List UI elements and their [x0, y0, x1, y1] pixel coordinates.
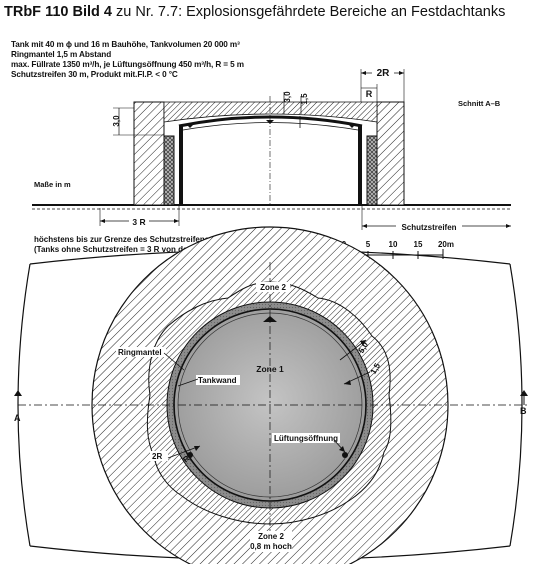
dim-2r-label: 2R [377, 68, 391, 79]
dim-2r-arrow-right-icon [399, 71, 404, 75]
schutzstreifen-arrow-left-icon [362, 224, 367, 228]
ringmantel-leader-line [163, 352, 185, 371]
scale-label-10: 10 [389, 240, 398, 249]
section-tankwall-right [358, 125, 362, 205]
tankwand-label-bg [196, 375, 240, 385]
spec-line-3: max. Füllrate 1350 m³/h, je Lüftungsöffn… [11, 60, 244, 69]
section-ringmantel-right [366, 135, 378, 206]
masse-label: Maße in m [34, 180, 71, 189]
section-zone2-left [133, 101, 165, 206]
section-ringmantel-left [163, 135, 175, 206]
plan-vent-left-icon [187, 452, 193, 458]
lueftung-label-bg [272, 433, 340, 443]
section-vent-left-icon [186, 124, 194, 128]
spec-line-2: Ringmantel 1,5 m Abstand [11, 50, 112, 59]
lueftung-arrow-icon [339, 446, 345, 452]
section-zone1-roof [163, 101, 378, 123]
section-vent-right-icon [348, 124, 356, 128]
dim-30-left-label: 3,0 [112, 115, 121, 127]
note-line-2: (Tanks ohne Schutzstreifen = 3 R von der… [34, 245, 295, 254]
point-b-label: B [520, 406, 527, 416]
scale-label-20: 20m [438, 240, 454, 249]
ringmantel-label: Ringmantel [118, 348, 162, 357]
point-b-arrow-icon [520, 390, 528, 396]
zone2-top-label-bg [256, 282, 290, 292]
title-bold: TRbF 110 Bild 4 [4, 4, 112, 20]
dim-2r-label-bg [372, 66, 394, 78]
section-tank-roof [178, 115, 363, 128]
point-a-arrow-icon [14, 390, 22, 396]
scale-label-15: 15 [414, 240, 423, 249]
zone2-top-label: Zone 2 [260, 283, 286, 292]
ringmantel-label-bg [116, 347, 166, 357]
page-title: TRbF 110 Bild 4 zu Nr. 7.7: Explosionsge… [4, 4, 505, 20]
title-rest: zu Nr. 7.7: Explosionsgefährdete Bereich… [111, 4, 506, 20]
schutzstreifen-label-bg [396, 221, 462, 231]
dim-2r-plan-arrow-icon [194, 446, 200, 451]
dim-r-plan-label: R [181, 454, 191, 465]
section-tankwall-left [179, 125, 183, 205]
dim-3r-label: 3 R [132, 217, 145, 227]
note-line-1: höchstens bis zur Grenze des Schutzstrei… [34, 235, 210, 244]
section-zone2-right [376, 101, 405, 206]
dim-2r-plan-label: 2R [152, 452, 162, 461]
plan-view: A B Zone 2 Zone 1 Ringmantel Tankwand 5,… [14, 226, 530, 564]
dim-3r-arrow-right-icon [174, 219, 179, 223]
tankwand-label: Tankwand [198, 376, 237, 385]
plan-vent-right-icon [342, 452, 348, 458]
dim-15-top-label: 1,5 [300, 93, 309, 105]
point-a-label: A [14, 413, 21, 423]
spec-line-4: Schutzstreifen 30 m, Produkt mit.Fl.P. <… [11, 70, 178, 79]
dim-2r-plan-label-bg [150, 451, 168, 461]
dim-50-arrow-icon [360, 340, 366, 346]
dim-r-label: R [366, 89, 373, 99]
dim-30-top-label: 3,0 [283, 91, 292, 103]
dim-2r-plan-line [167, 445, 201, 459]
plan-vent-top-icon [263, 316, 277, 322]
zone2-bottom-label-bg [250, 531, 292, 552]
scale-label-5: 5 [366, 240, 371, 249]
zone1-label: Zone 1 [256, 364, 284, 374]
zone2-bottom-sub-label: 0,8 m hoch [250, 542, 292, 551]
dim-2r-arrow-left-icon [361, 71, 366, 75]
spec-line-1: Tank mit 40 m ϕ und 16 m Bauhöhe, Tankvo… [11, 40, 240, 49]
section-tank-roof-inner [182, 122, 359, 131]
zone2-bottom-label: Zone 2 [258, 532, 284, 541]
dim-3r-label-bg [129, 216, 149, 226]
dim-3r-arrow-left-icon [100, 219, 105, 223]
schutzstreifen-label: Schutzstreifen [401, 223, 456, 232]
section-view: 3,0 3,0 1,5 2R R Schnitt A–B Maße in m 3… [32, 66, 511, 232]
dim-15-plan-arrow-icon [344, 380, 351, 385]
tankwand-leader-line [177, 378, 199, 387]
schutzstreifen-arrow-right-icon [506, 224, 511, 228]
lueftung-label: Lüftungsöffnung [274, 434, 338, 443]
section-label: Schnitt A–B [458, 99, 501, 108]
